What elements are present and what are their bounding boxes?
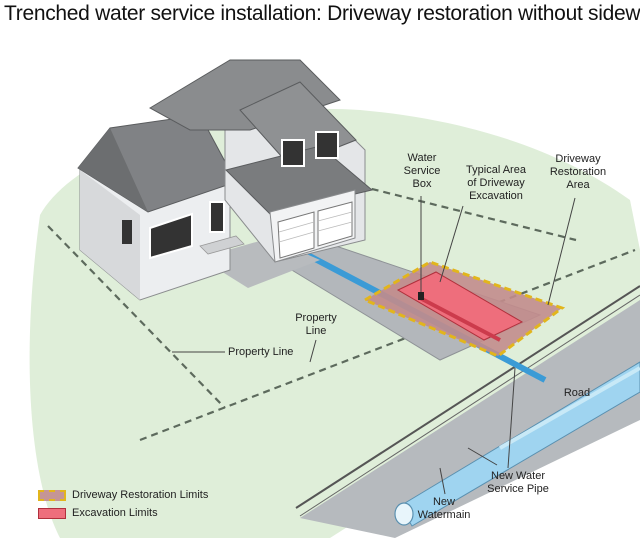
label-water-service-box: Water Service Box [403, 152, 441, 190]
road-curb [295, 285, 640, 509]
legend-label-restoration: Driveway Restoration Limits [72, 489, 209, 501]
label-property-line-left: Property Line [228, 346, 294, 358]
label-typical-excavation: Typical Area of Driveway Excavation [466, 164, 526, 202]
label-road: Road [563, 387, 591, 399]
label-new-water-service-pipe: New Water Service Pipe [487, 470, 549, 495]
property-line-right [359, 184, 577, 242]
legend-label-excavation: Excavation Limits [72, 507, 158, 519]
legend: Driveway Restoration Limits Excavation L… [38, 486, 208, 522]
house [77, 59, 374, 301]
legend-item-restoration: Driveway Restoration Limits [38, 486, 208, 504]
watermain [394, 361, 640, 527]
property-lines [47, 184, 636, 442]
legend-item-excavation: Excavation Limits [38, 504, 208, 522]
road [300, 300, 640, 538]
water-service-box-marker [418, 292, 424, 300]
label-property-line-center: Property Line [295, 312, 337, 337]
property-line-front [139, 248, 636, 442]
property-line-left [47, 225, 226, 409]
excavation-area [396, 271, 524, 341]
road-curb-2 [299, 294, 640, 517]
legend-swatch-excavation [38, 507, 66, 519]
label-driveway-restoration-area: Driveway Restoration Area [549, 153, 607, 191]
legend-swatch-restoration [38, 489, 66, 501]
diagram-title: Trenched water service installation: Dri… [4, 2, 640, 25]
leader-lines [172, 196, 576, 495]
service-pipe-overlay [419, 296, 501, 342]
label-new-watermain: New Watermain [417, 496, 471, 521]
